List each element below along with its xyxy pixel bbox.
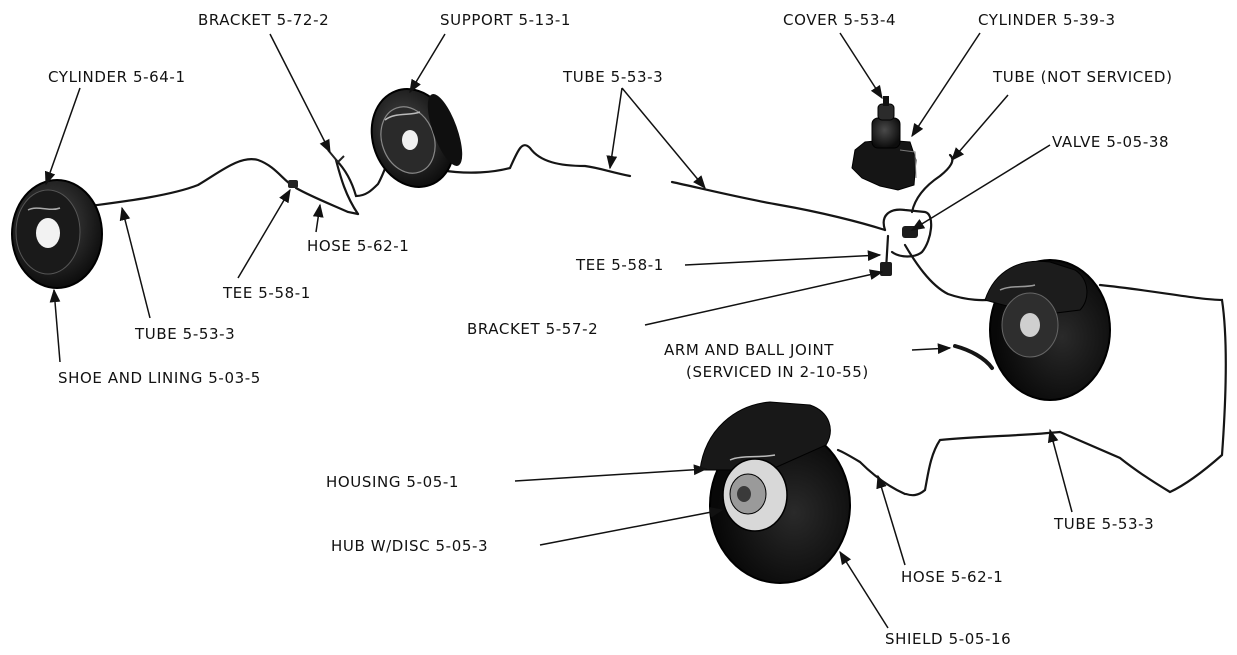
label-bracket-5-72-2: BRACKET 5-72-2 (198, 11, 330, 29)
leader-cylinder-5-64-1 (44, 87, 81, 186)
ball-joint-arm (953, 344, 994, 370)
label-bracket-5-57-2: BRACKET 5-57-2 (467, 320, 599, 338)
front-left-disc (699, 401, 851, 584)
leader-tube-top-a (606, 87, 623, 170)
leader-tube-right (1047, 428, 1073, 513)
label-support-5-13-1: SUPPORT 5-13-1 (440, 11, 572, 29)
leader-tee-center (684, 250, 882, 266)
label-hose-5-62-1-bottom: HOSE 5-62-1 (901, 568, 1004, 586)
leader-tube-left (119, 206, 151, 319)
leader-tube-top-b (621, 87, 706, 190)
proportioning-valve (880, 226, 918, 276)
label-tube-5-53-3-top: TUBE 5-53-3 (563, 68, 664, 86)
rear-support-plate (370, 88, 463, 188)
label-arm-ball-joint-serviced: (SERVICED IN 2-10-55) (686, 363, 869, 381)
label-housing-5-05-1: HOUSING 5-05-1 (326, 473, 460, 491)
leader-hub-disc (539, 506, 724, 546)
label-tube-5-53-3-right: TUBE 5-53-3 (1054, 515, 1155, 533)
front-right-disc (984, 259, 1111, 401)
rear-left-tube (88, 158, 295, 208)
valve-loop (882, 208, 933, 258)
leader-support-5-13-1 (409, 33, 446, 94)
leader-bracket-5-72-2 (269, 33, 331, 154)
label-tee-5-58-1-center: TEE 5-58-1 (576, 256, 664, 274)
leader-hose-left (312, 203, 324, 233)
label-tube-not-serviced: TUBE (NOT SERVICED) (993, 68, 1173, 86)
label-hub-w-disc: HUB W/DISC 5-05-3 (331, 537, 489, 555)
label-shoe-and-lining: SHOE AND LINING 5-03-5 (58, 369, 261, 387)
leader-tube-not-serviced (951, 94, 1009, 162)
rear-right-tube (438, 144, 632, 178)
leader-housing (514, 464, 708, 482)
label-valve-5-05-38: VALVE 5-05-38 (1052, 133, 1170, 151)
rear-bracket (327, 149, 345, 164)
leader-bracket-5-57-2 (644, 269, 884, 326)
leader-arm-ball-joint (911, 343, 952, 355)
label-hose-5-62-1-left: HOSE 5-62-1 (307, 237, 410, 255)
rear-left-drum (11, 179, 103, 289)
valve-up-line (910, 153, 954, 214)
label-cylinder-5-39-3: CYLINDER 5-39-3 (978, 11, 1116, 29)
leader-tee-left (237, 188, 291, 279)
leader-hose-bottom (876, 474, 906, 566)
rear-bracket-line (333, 138, 402, 216)
long-right-tube (904, 283, 1227, 497)
main-tube (670, 180, 887, 232)
label-arm-ball-joint: ARM AND BALL JOINT (664, 341, 835, 359)
rear-tee-fitting (288, 180, 298, 188)
front-left-hose (836, 448, 907, 496)
label-cover-5-53-4: COVER 5-53-4 (783, 11, 897, 29)
leader-valve-5-05-38 (910, 144, 1051, 231)
leader-shield (839, 550, 889, 629)
leader-cylinder-5-39-3 (911, 32, 981, 138)
label-shield-5-05-16: SHIELD 5-05-16 (885, 630, 1012, 648)
master-cylinder (851, 96, 917, 191)
leader-cover-5-53-4 (839, 32, 883, 100)
rear-left-hose (294, 186, 360, 216)
leader-shoe-lining (49, 288, 61, 363)
label-cylinder-5-64-1: CYLINDER 5-64-1 (48, 68, 186, 86)
label-tee-5-58-1-left: TEE 5-58-1 (223, 284, 311, 302)
label-tube-5-53-3-left: TUBE 5-53-3 (135, 325, 236, 343)
